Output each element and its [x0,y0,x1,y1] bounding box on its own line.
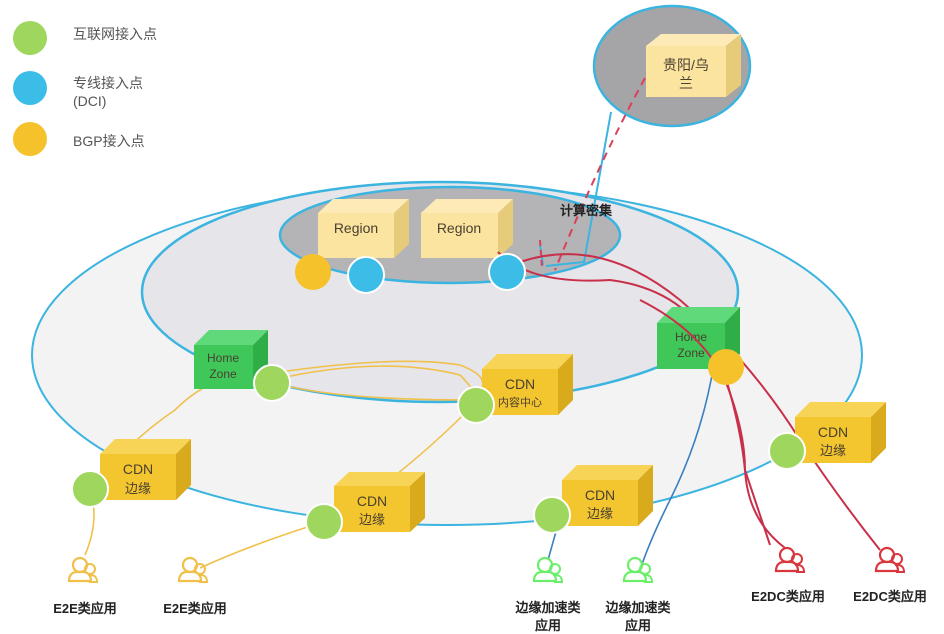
app-label-edge-2b: 应用 [624,618,651,633]
internet-point-cdn-edge-3[interactable] [533,496,571,534]
user-icon-e2e-2 [177,556,209,584]
dashed-link-remote [554,77,646,271]
bgp-point-core[interactable] [295,254,331,290]
dci-point-core-2[interactable] [488,253,526,291]
legend-dci-dot [13,71,47,105]
red-link-hz [639,299,786,549]
legend-dci-label: 专线接入点 [73,75,143,91]
legend-bgp-dot [13,122,47,156]
home-zone-1-label-1: Home [207,351,239,365]
home-zone-1-label-2: Zone [209,367,237,381]
compute-intensive-label: 计算密集 [560,203,613,218]
user-icon-e2dc-2 [874,546,906,574]
dci-link-remote [545,111,612,267]
cdn-center-label-1: CDN [505,376,535,392]
legend-dci-sublabel: (DCI) [73,93,107,109]
user-icon-edge-2 [622,556,654,584]
cdn-edge-cube-4: CDN 边缘 [795,402,886,463]
remote-dc-cube: 贵阳/乌 兰 [646,34,741,97]
region-1-label: Region [334,220,378,236]
home-zone-2-label-2: Zone [677,346,705,360]
legend-internet-dot [13,21,47,55]
dci-link-edge-app-1 [639,374,713,571]
cdn-center-cube: CDN 内容中心 [482,354,573,415]
user-icon-e2e-1 [67,556,99,584]
region-2-label: Region [437,220,481,236]
cdn-edge-1-label-1: CDN [123,461,153,477]
user-icon-edge-1 [532,556,564,584]
internet-point-cdn-center[interactable] [457,386,495,424]
app-label-e2dc-1: E2DC类应用 [751,589,825,604]
internet-point-hz1[interactable] [253,364,291,402]
app-label-edge-1: 边缘加速类 [515,600,581,615]
region-cube-2: Region [421,199,513,258]
cdn-center-label-2: 内容中心 [498,395,542,409]
app-label-edge-2: 边缘加速类 [605,600,671,615]
red-link-1 [497,251,771,546]
cdn-edge-4-label-2: 边缘 [820,443,846,458]
cdn-edge-1-label-2: 边缘 [125,481,151,496]
cdn-edge-cube-1: CDN 边缘 [100,439,191,500]
app-label-e2e-1: E2E类应用 [53,601,117,616]
app-label-e2dc-2: E2DC类应用 [853,589,927,604]
cdn-edge-cube-2: CDN 边缘 [334,472,425,532]
app-label-e2e-2: E2E类应用 [163,601,227,616]
internet-point-cdn-edge-2[interactable] [305,503,343,541]
user-icon-e2dc-1 [774,546,806,574]
remote-dc-label-2: 兰 [679,75,693,91]
cdn-edge-2-label-2: 边缘 [359,512,385,527]
internet-point-cdn-edge-4[interactable] [768,432,806,470]
cdn-edge-2-label-1: CDN [357,493,387,509]
remote-dc-label-1: 贵阳/乌 [663,57,709,73]
app-label-edge-1b: 应用 [534,618,561,633]
bgp-point-hz2[interactable] [708,349,744,385]
cdn-edge-3-label-1: CDN [585,487,615,503]
cdn-edge-4-label-1: CDN [818,424,848,440]
legend-internet-label: 互联网接入点 [73,26,157,42]
cdn-edge-3-label-2: 边缘 [587,506,613,521]
dashed-link-remote-2 [539,239,543,269]
dci-point-core-1[interactable] [347,256,385,294]
internet-point-cdn-edge-1[interactable] [71,470,109,508]
cdn-edge-cube-3: CDN 边缘 [562,465,653,526]
region-cube-1: Region [318,199,409,258]
home-zone-2-label-1: Home [675,330,707,344]
legend-bgp-label: BGP接入点 [73,133,145,149]
